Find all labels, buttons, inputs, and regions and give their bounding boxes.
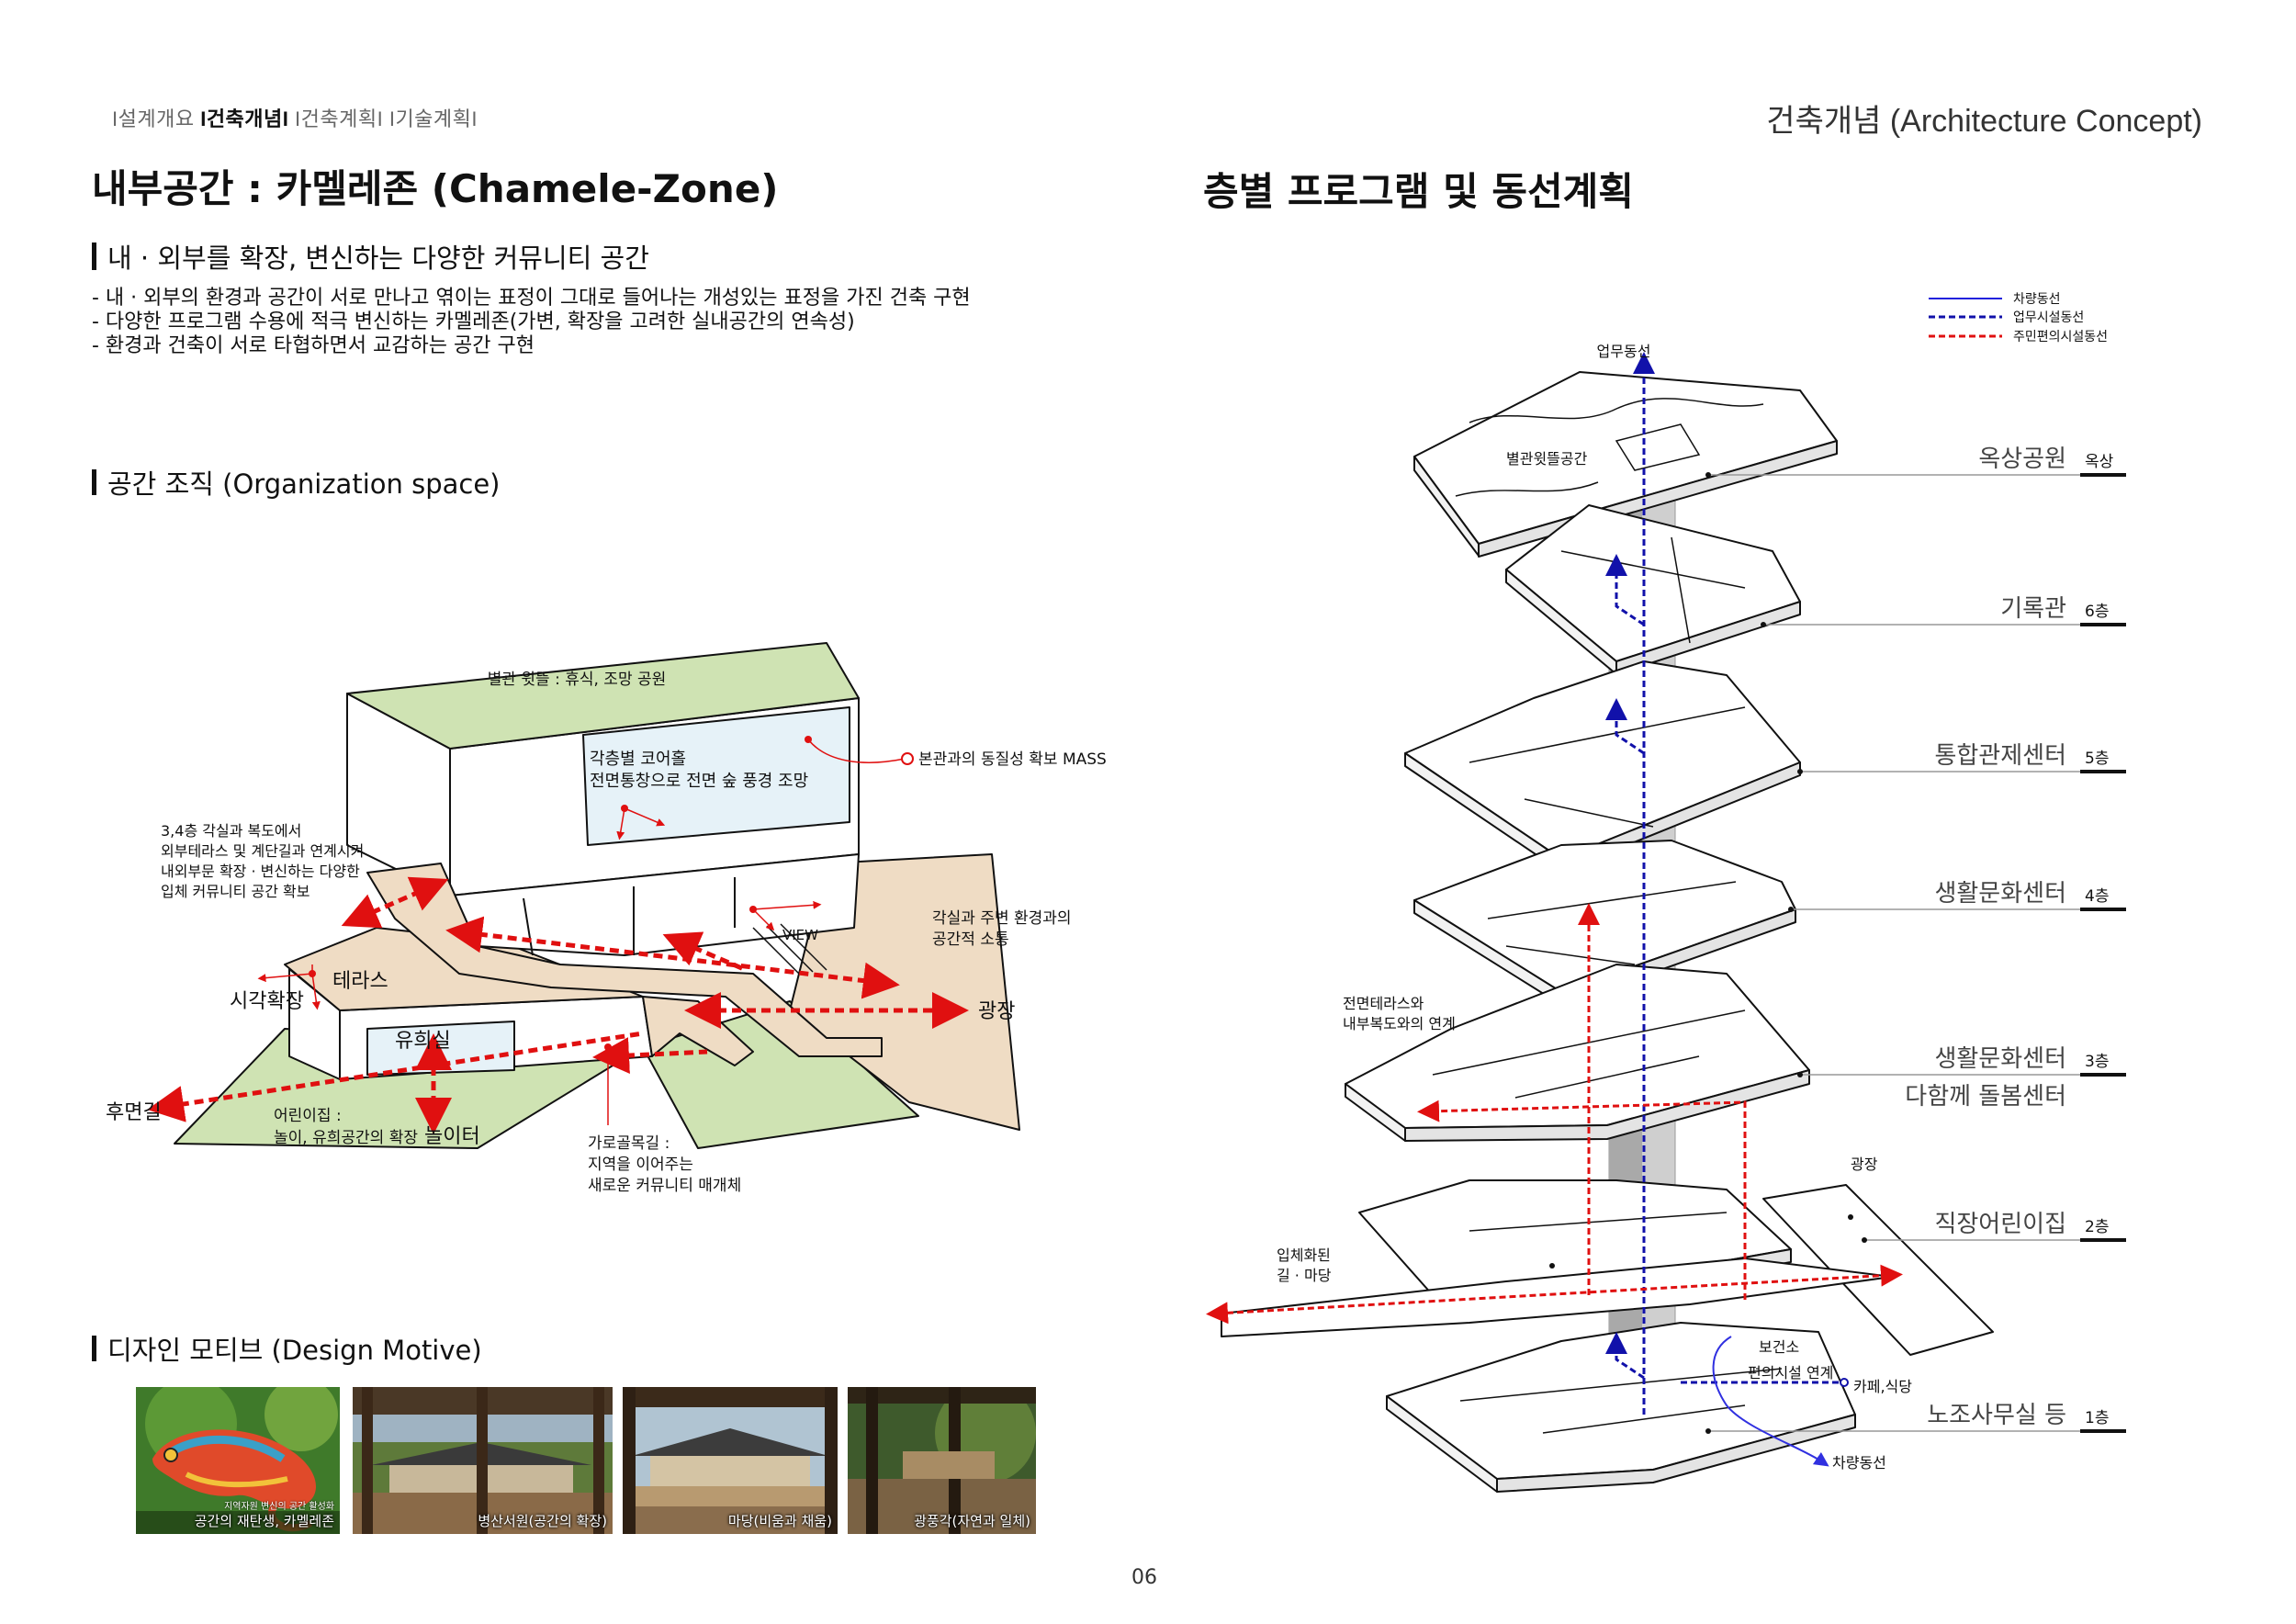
flow-arrows (147, 876, 969, 1134)
label-path-1: 입체화된 (1277, 1246, 1331, 1264)
label-annex-yard: 별관윗뜰공간 (1506, 450, 1588, 468)
label-daycare-2: 놀이, 유희공간의 확장 (274, 1129, 418, 1147)
floor-name-extra: 다함께 돌봄센터 (1905, 1083, 2066, 1111)
concept-bullets: - 내 · 외부의 환경과 공간이 서로 만나고 엮이는 표정이 그대로 들어나… (92, 287, 971, 358)
nav-item-tech[interactable]: I기술계획I (388, 107, 478, 130)
motive-caption: 마당(비움과 채움) (727, 1513, 832, 1529)
label-mass: 본관과의 동질성 확보 MASS (918, 750, 1107, 769)
motive-photo-madang: 마당(비움과 채움) (623, 1387, 838, 1534)
section-label: 건축개념 (Architecture Concept) (1766, 104, 2202, 139)
motive-sub: 지역자원 변신의 공간 활성화 (224, 1502, 334, 1512)
label-terrace-link-2: 내부복도와의 연계 (1343, 1015, 1456, 1032)
left-subhead: 내 · 외부를 확장, 변신하는 다양한 커뮤니티 공간 (92, 237, 649, 276)
floor-level: 4층 (2085, 887, 2109, 906)
label-plaza: 광장 (1851, 1156, 1878, 1173)
pavilion-image (353, 1387, 613, 1534)
label-playground: 놀이터 (424, 1125, 480, 1148)
roof-garden (346, 642, 860, 750)
floor-leaders (1708, 474, 2126, 1432)
label-path-2: 길 · 마당 (1277, 1267, 1332, 1284)
motive-photo-chameleon: 지역자원 변신의 공간 활성화 공간의 재탄생, 카멜레존 (136, 1387, 340, 1534)
label-sight: 시각확장 (230, 990, 304, 1013)
label-plaza: 광장 (978, 1000, 1015, 1023)
label-left-4: 입체 커뮤니티 공간 확보 (161, 883, 310, 900)
breadcrumb-nav: I설계개요 I건축개념I I건축계획I I기술계획I (112, 103, 478, 132)
floor-slabs (1221, 371, 1994, 1493)
label-daycare-1: 어린이집 : (274, 1107, 342, 1125)
nav-item-concept[interactable]: I건축개념I (200, 107, 289, 130)
nav-item-overview[interactable]: I설계개요 (112, 107, 195, 130)
heading-bar (92, 1336, 96, 1361)
motive-heading-text: 디자인 모티브 (Design Motive) (107, 1335, 482, 1366)
org-heading: 공간 조직 (Organization space) (92, 463, 500, 502)
label-core-1: 각층별 코어홀 (590, 750, 686, 769)
heading-bar (92, 242, 96, 270)
bullet-item: - 환경과 건축이 서로 타협하면서 교감하는 공간 구현 (92, 334, 535, 357)
front-glass (582, 706, 850, 846)
motive-caption: 병산서원(공간의 확장) (478, 1513, 607, 1529)
label-alley-3: 새로운 커뮤니티 매개체 (588, 1177, 741, 1195)
floor-name: 노조사무실 등 (1927, 1402, 2066, 1429)
floor-name: 생활문화센터 (1934, 1045, 2066, 1073)
legend-office: 업무시설동선 (2013, 310, 2084, 325)
motive-heading: 디자인 모티브 (Design Motive) (92, 1329, 482, 1368)
label-backroad: 후면길 (106, 1101, 162, 1124)
floor-level: 1층 (2085, 1409, 2109, 1427)
courtyard-image (623, 1387, 838, 1534)
label-terrace-link-1: 전면테라스와 (1343, 995, 1424, 1012)
org-heading-text: 공간 조직 (Organization space) (107, 468, 501, 500)
page-number: 06 (1131, 1566, 1157, 1589)
floor-name: 통합관제센터 (1934, 742, 2066, 770)
organization-diagram: 별관 윗뜰 : 휴식, 조망 공원 각층별 코어홀 전면통창으로 전면 숲 풍경… (106, 642, 1107, 1195)
label-amenity: 편의시설 연계 (1748, 1364, 1833, 1382)
chameleon-image (136, 1387, 340, 1534)
vehicle-route (1712, 1336, 1829, 1467)
label-clinic: 보건소 (1759, 1338, 1799, 1356)
floor-name: 기록관 (2000, 595, 2066, 623)
left-subhead-text: 내 · 외부를 확장, 변신하는 다양한 커뮤니티 공간 (107, 242, 649, 274)
nav-item-plan[interactable]: I건축계획I (295, 107, 384, 130)
label-left-3: 내외부문 확장 · 변신하는 다양한 (161, 863, 360, 880)
floor-name: 생활문화센터 (1934, 880, 2066, 908)
floor-level: 3층 (2085, 1053, 2109, 1071)
right-title: 층별 프로그램 및 동선계획 (1203, 169, 1634, 214)
legend-resident: 주민편의시설동선 (2013, 330, 2108, 344)
label-roof: 별관 윗뜰 : 휴식, 조망 공원 (488, 671, 667, 689)
label-playroom: 유희실 (395, 1030, 451, 1053)
label-left-1: 3,4층 각실과 복도에서 (161, 822, 301, 840)
floor-stack-diagram: 차량동선 업무시설동선 주민편의시설동선 (1206, 292, 2126, 1493)
label-right-1: 각실과 주변 환경과의 (932, 909, 1072, 928)
motive-photo-gwangpung: 광풍각(자연과 일체) (848, 1387, 1036, 1534)
label-office-route: 업무동선 (1597, 343, 1651, 360)
motive-photo-byeongsan: 병산서원(공간의 확장) (353, 1387, 613, 1534)
label-core-2: 전면통창으로 전면 숲 풍경 조망 (590, 772, 808, 791)
label-terrace: 테라스 (332, 970, 388, 993)
left-title: 내부공간 : 카멜레존 (Chamele-Zone) (92, 166, 779, 211)
route-legend: 차량동선 업무시설동선 주민편의시설동선 (1929, 292, 2108, 344)
floor-name: 옥상공원 (1978, 445, 2066, 473)
floor-level: 6층 (2085, 603, 2109, 621)
label-right-2: 공간적 소통 (932, 930, 1009, 949)
slab-5f (1404, 660, 1801, 860)
label-left-2: 외부테라스 및 계단길과 연계시켜 (161, 842, 364, 860)
label-vehicle-route: 차량동선 (1832, 1454, 1886, 1472)
legend-vehicle: 차량동선 (2013, 292, 2061, 307)
floor-level: 옥상 (2085, 453, 2114, 471)
label-alley-2: 지역을 이어주는 (588, 1156, 693, 1174)
floor-name: 직장어린이집 (1934, 1211, 2066, 1238)
office-route (1605, 352, 1841, 1415)
resident-routes (1206, 903, 1903, 1325)
floor-level: 5층 (2085, 750, 2109, 768)
label-view: VIEW (782, 927, 818, 943)
motive-caption: 광풍각(자연과 일체) (914, 1513, 1030, 1529)
heading-bar (92, 469, 96, 495)
bullet-item: - 내 · 외부의 환경과 공간이 서로 만나고 엮이는 표정이 그대로 들어나… (92, 287, 971, 310)
label-cafe: 카페,식당 (1853, 1378, 1912, 1395)
label-alley-1: 가로골목길 : (588, 1134, 670, 1153)
bullet-item: - 다양한 프로그램 수용에 적극 변신하는 카멜레존(가변, 확장을 고려한 … (92, 310, 855, 333)
gwangpunggak-image (848, 1387, 1036, 1534)
floor-level: 2층 (2085, 1218, 2109, 1236)
motive-caption: 공간의 재탄생, 카멜레존 (194, 1513, 334, 1529)
